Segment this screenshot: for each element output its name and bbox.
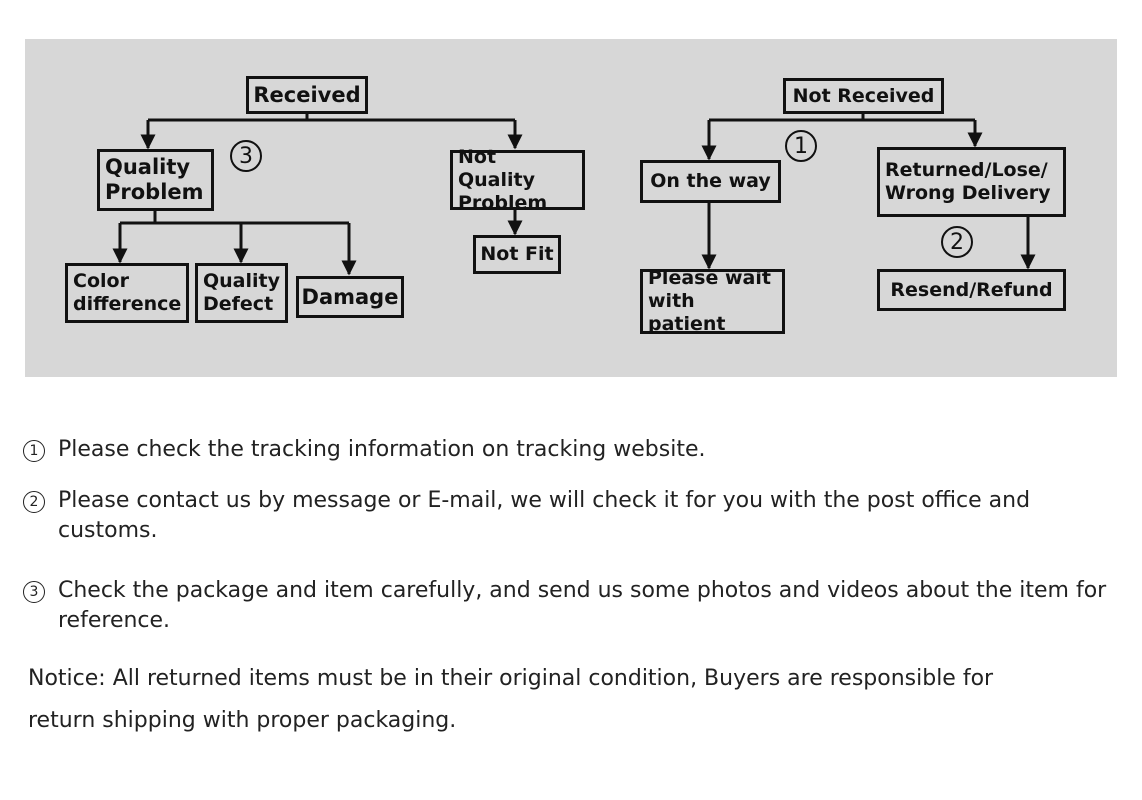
circled-number-2: 2 (941, 226, 973, 258)
node-received: Received (246, 76, 368, 114)
note-1-marker: 1 (23, 440, 45, 462)
note-3-text: Check the package and item carefully, an… (58, 578, 1107, 633)
node-not-received: Not Received (783, 78, 944, 114)
node-returned-lose-wrong-delivery: Returned/Lose/ Wrong Delivery (877, 147, 1066, 217)
node-resend-refund: Resend/Refund (877, 269, 1066, 311)
node-damage: Damage (296, 276, 404, 318)
node-please-wait: Please wait with patient (640, 267, 785, 335)
note-1-text: Please check the tracking information on… (58, 437, 706, 462)
notice-line-2: return shipping with proper packaging. (28, 708, 457, 733)
node-color-difference: Color difference (65, 263, 189, 323)
flowchart-connectors (112, 113, 1036, 276)
circled-number-1: 1 (785, 130, 817, 162)
circled-number-3: 3 (230, 140, 262, 172)
note-2-marker: 2 (23, 491, 45, 513)
node-not-fit: Not Fit (473, 235, 561, 274)
node-on-the-way: On the way (640, 160, 781, 203)
notice-line-1: Notice: All returned items must be in th… (28, 666, 994, 691)
node-quality-defect: Quality Defect (195, 263, 288, 323)
note-3-marker: 3 (23, 581, 45, 603)
note-2-text: Please contact us by message or E-mail, … (58, 488, 1031, 543)
node-quality-problem: Quality Problem (97, 149, 214, 211)
node-not-quality-problem: Not Quality Problem (450, 146, 585, 214)
